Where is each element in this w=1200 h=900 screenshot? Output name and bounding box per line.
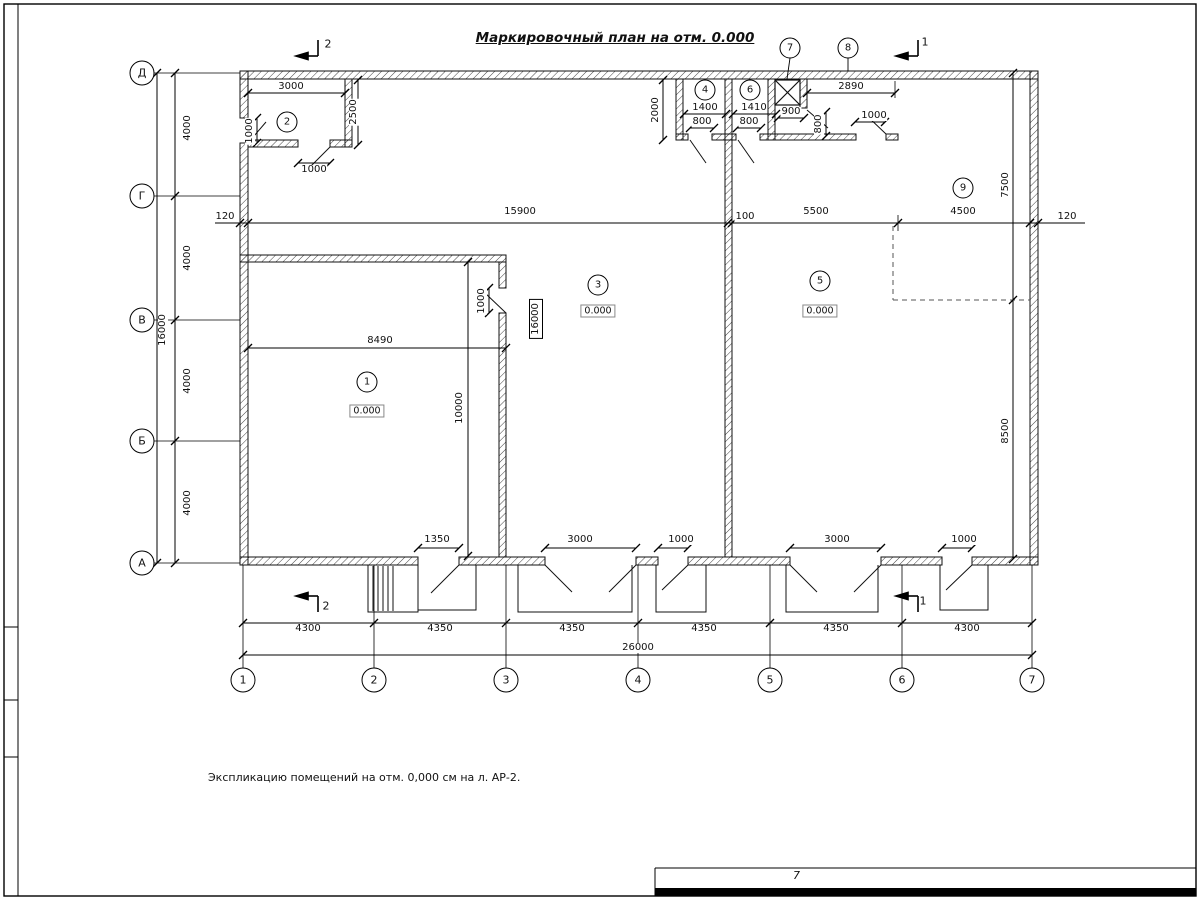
room-number-marker: 8 [837,37,859,59]
section-mark-label: 1 [919,594,927,608]
dimension-label: 800 [738,116,760,127]
room-elevation-label: 0.000 [349,404,385,418]
axis-col-marker: 3 [493,667,519,693]
dimension-label: 1000 [667,534,695,545]
shaft-symbol [774,79,801,106]
page-mark: 7 [793,869,800,882]
dimension-label: 800 [691,116,713,127]
door-leaves [247,109,973,594]
dimension-label: 8500 [1000,417,1011,445]
room-number-marker: 6 [739,79,761,101]
axis-col-marker: 7 [1019,667,1045,693]
axis-extension-lines [153,72,1033,668]
dimension-label: 100 [734,211,756,222]
porches [367,564,989,613]
dimension-label: 1000 [476,287,487,315]
room-number-marker: 7 [779,37,801,59]
section-mark-label: 2 [322,599,330,613]
dimension-label: 5500 [802,206,830,217]
note-text: Экспликацию помещений на отм. 0,000 см н… [208,771,521,784]
axis-row-marker: Д [129,60,155,86]
dimension-label: 8490 [366,335,394,346]
dimension-label: 26000 [621,642,655,653]
dimension-label: 800 [813,113,824,135]
axis-col-marker: 4 [625,667,651,693]
room-number-marker: 4 [694,79,716,101]
axis-row-marker: В [129,307,155,333]
dimension-label: 4000 [182,244,193,272]
dimension-label: 120 [1056,211,1078,222]
dimension-label: 3000 [566,534,594,545]
room-number-marker: 9 [952,177,974,199]
dimension-label: 4000 [182,489,193,517]
room-leaders [786,57,849,80]
dimension-label: 3000 [823,534,851,545]
dimension-label: 4350 [822,623,850,634]
dimension-label: 10000 [454,391,465,425]
section-mark-label: 1 [921,35,929,49]
walls [239,70,1039,566]
axis-col-marker: 1 [230,667,256,693]
dimension-label: 16000 [157,313,168,347]
room-number-marker: 1 [356,371,378,393]
axis-row-marker: А [129,550,155,576]
axis-row-marker: Г [129,183,155,209]
dimension-label: 2000 [650,96,661,124]
dimension-label: 4000 [182,114,193,142]
dashed-zone-lines [892,226,1030,301]
dimension-label: 1000 [860,110,888,121]
dimension-lines [156,73,1085,656]
dimension-label: 4300 [294,623,322,634]
dimension-label: 4300 [953,623,981,634]
room-elevation-label: 0.000 [580,304,616,318]
dimension-label: 4350 [690,623,718,634]
sheet-frame [3,3,1197,897]
dimension-ticks [152,68,1043,660]
dimension-label: 1000 [244,117,255,145]
dimension-label: 15900 [503,206,537,217]
axis-col-marker: 6 [889,667,915,693]
drawing-title: Маркировочный план на отм. 0.000 [475,30,755,46]
room-number-marker: 2 [276,111,298,133]
dimension-label: 1000 [300,164,328,175]
room-number-marker: 5 [809,270,831,292]
dimension-label: 1350 [423,534,451,545]
dimension-label: 1000 [950,534,978,545]
room-elevation-label: 0.000 [802,304,838,318]
dimension-label: 4350 [426,623,454,634]
dimension-label: 1410 [740,102,768,113]
axis-col-marker: 2 [361,667,387,693]
axis-col-marker: 5 [757,667,783,693]
dimension-label: 120 [214,211,236,222]
dimension-label: 16000 [529,299,543,339]
dimension-label: 2500 [348,98,359,126]
dimension-label: 3000 [277,81,305,92]
room-number-marker: 3 [587,274,609,296]
dimension-label: 7500 [1000,171,1011,199]
dimension-label: 4350 [558,623,586,634]
section-marks [293,40,919,612]
axis-row-marker: Б [129,428,155,454]
dimension-label: 900 [780,106,802,117]
dimension-label: 2890 [837,81,865,92]
dimension-label: 1400 [691,102,719,113]
dimension-label: 4500 [949,206,977,217]
section-mark-label: 2 [324,37,332,51]
dimension-label: 4000 [182,367,193,395]
